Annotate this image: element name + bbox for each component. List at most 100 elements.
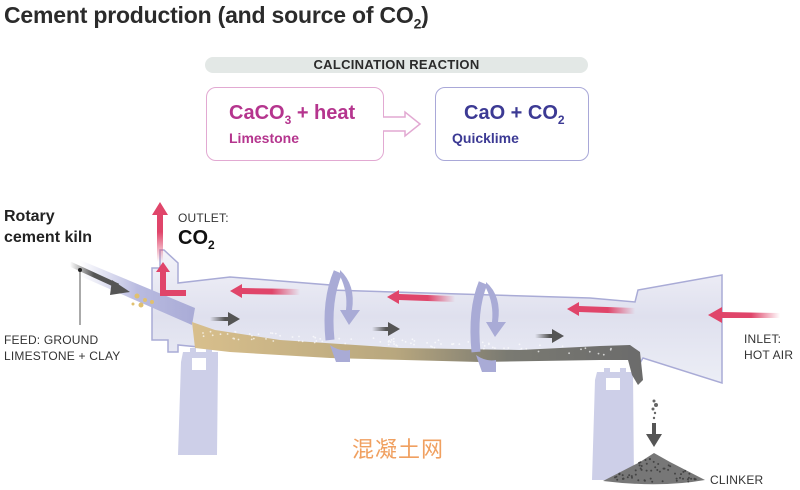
speckle	[251, 334, 253, 337]
material-flow-arrow	[210, 312, 240, 326]
feed-chute	[80, 260, 195, 325]
reactant-name: Limestone	[229, 130, 300, 146]
clinker-grain	[645, 469, 648, 472]
speckle	[537, 350, 540, 353]
speckle	[379, 341, 382, 343]
speckle	[338, 337, 341, 340]
clinker-grain	[638, 464, 641, 467]
hot-air-arrow	[567, 302, 635, 316]
speckle	[202, 332, 204, 334]
speckle	[518, 343, 521, 346]
clinker-pile	[603, 453, 705, 485]
right-support-pillar	[592, 368, 634, 480]
clinker-grain	[628, 474, 631, 477]
speckle	[226, 333, 229, 335]
feed-arrow	[68, 261, 130, 325]
clinker-grain	[643, 479, 646, 482]
product-formula: CaO + CO2	[464, 102, 565, 127]
speckle	[344, 342, 347, 345]
clinker-grain	[679, 476, 681, 479]
speckle	[272, 340, 275, 342]
material-flow-arrow	[372, 322, 400, 336]
speckle	[597, 352, 600, 355]
hot-air-arrow	[230, 284, 300, 298]
speckle	[219, 333, 222, 336]
clinker-grain	[669, 465, 672, 468]
speckle	[437, 339, 440, 342]
speckle	[321, 340, 324, 343]
clinker-grain	[639, 461, 642, 464]
speckle	[483, 345, 486, 347]
speckle	[387, 343, 390, 346]
reactant-box: CaCO3 + heat Limestone	[206, 87, 384, 161]
speckle	[568, 352, 570, 355]
speckle	[388, 340, 390, 342]
speckle	[350, 338, 353, 340]
speckle	[389, 341, 392, 343]
clinker-grain	[690, 477, 693, 480]
speckle	[494, 347, 496, 350]
clinker-grain	[693, 478, 696, 481]
speckle	[232, 337, 235, 340]
material-flow-arrows	[210, 312, 564, 343]
speckle	[434, 341, 437, 344]
calcination-header: CALCINATION REACTION	[205, 57, 588, 73]
speckle	[372, 337, 375, 339]
outlet-gas: CO2	[178, 227, 215, 252]
clinker-grain	[682, 477, 684, 480]
clinker-grain	[657, 463, 660, 465]
product-name: Quicklime	[452, 130, 519, 146]
outlet-arrow	[152, 202, 186, 296]
clinker-grain	[631, 476, 633, 479]
speckle	[390, 339, 393, 341]
speckle	[209, 330, 212, 333]
clinker-grain	[687, 476, 690, 479]
speckle	[411, 338, 414, 341]
speckle	[426, 342, 428, 344]
speckle	[269, 332, 272, 334]
speckle	[431, 346, 434, 348]
material-speckles	[202, 330, 612, 356]
speckle	[584, 347, 587, 350]
speckle	[404, 341, 407, 343]
clinker-grain	[634, 469, 637, 472]
clinker-grain	[675, 477, 678, 480]
speckle	[413, 340, 416, 342]
left-support-pillar	[178, 348, 218, 455]
speckle	[274, 332, 277, 335]
inlet-label: INLET:HOT AIR	[744, 332, 794, 362]
clinker-grain	[675, 479, 678, 482]
speckle	[458, 343, 461, 345]
clinker-grain	[630, 475, 633, 478]
speckle	[467, 341, 470, 343]
clinker-grain	[637, 479, 640, 482]
speckle	[297, 339, 300, 342]
speckle	[392, 337, 395, 340]
speckle	[561, 345, 564, 348]
clinker-grain	[634, 473, 637, 476]
speckle	[488, 343, 490, 346]
falling-clinker	[651, 399, 658, 420]
page-title: Cement production (and source of CO2)	[4, 2, 429, 32]
clinker-grain	[616, 478, 619, 481]
speckle	[525, 348, 528, 350]
speckle	[279, 334, 281, 337]
speckle	[520, 347, 523, 350]
clinker-grain	[650, 469, 653, 472]
speckle	[481, 341, 484, 344]
clinker-grain	[661, 480, 664, 483]
feed-particles	[131, 293, 154, 308]
speckle	[312, 335, 315, 338]
clinker-drop-arrow	[646, 423, 662, 447]
speckle	[588, 350, 591, 353]
clinker-grain	[680, 473, 682, 476]
clinker-grain	[622, 477, 625, 480]
clinker-grain	[667, 468, 670, 471]
speckle	[234, 331, 237, 333]
reactant-formula: CaCO3 + heat	[229, 102, 356, 127]
speckle	[580, 348, 582, 351]
speckle	[539, 344, 541, 347]
speckle	[392, 340, 395, 343]
speckle	[483, 347, 485, 350]
